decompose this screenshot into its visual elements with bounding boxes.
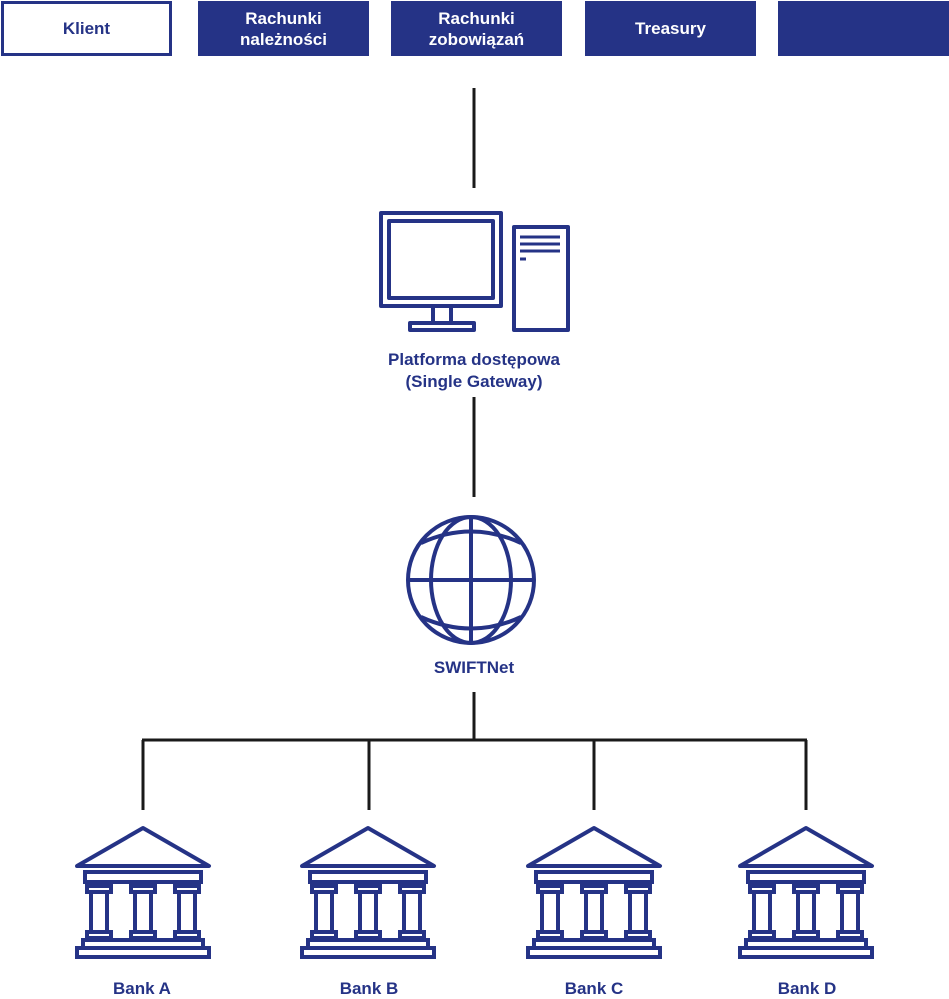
gateway-title: Platforma dostępowa	[388, 350, 560, 369]
gateway-subtitle: (Single Gateway)	[405, 372, 543, 391]
bank-label: Bank A	[113, 979, 171, 998]
tab-empty[interactable]	[778, 1, 949, 56]
computer-icon	[379, 211, 570, 332]
globe-icon	[406, 515, 536, 645]
bank-icon	[300, 826, 436, 959]
bank-label: Bank C	[564, 979, 624, 998]
tab-klient[interactable]: Klient	[1, 1, 172, 56]
bank-label: Bank B	[339, 979, 399, 998]
bank-icon	[75, 826, 211, 959]
bank-icon	[738, 826, 874, 959]
connector-lines	[141, 88, 808, 810]
network-label: SWIFTNet	[433, 658, 515, 677]
bank-icon	[526, 826, 662, 959]
tab-rachunki-zobowiazan[interactable]: Rachunki zobowiązań	[391, 1, 562, 56]
bank-label: Bank D	[777, 979, 837, 998]
tab-treasury[interactable]: Treasury	[585, 1, 756, 56]
tab-rachunki-naleznosci[interactable]: Rachunki należności	[198, 1, 369, 56]
